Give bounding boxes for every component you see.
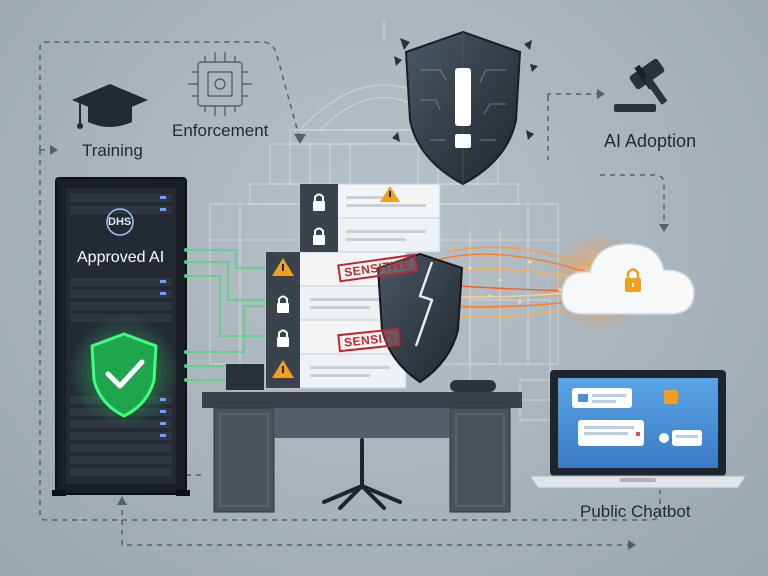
- lock-icon: [277, 193, 325, 347]
- gavel-icon: [614, 58, 668, 112]
- chat-bubble-icon: [572, 388, 702, 446]
- desk: [202, 364, 522, 513]
- enforcement-label: Enforcement: [172, 121, 269, 140]
- ai-adoption-label: AI Adoption: [604, 131, 697, 151]
- approved-ai-label: Approved AI: [77, 249, 165, 266]
- public-chatbot-label: Public Chatbot: [580, 502, 691, 521]
- graduation-cap-icon: [72, 84, 148, 129]
- cracked-shield-icon: [376, 252, 464, 384]
- dhs-seal-label: DHS: [108, 216, 132, 228]
- cloud-lock-icon: [561, 243, 695, 315]
- green-connectors: [186, 249, 268, 381]
- circuit-chip-icon: [188, 52, 252, 116]
- training-label: Training: [82, 141, 143, 160]
- process-loop-dashed: [39, 41, 665, 521]
- dhs-seal-icon: [106, 208, 134, 236]
- warning-icon: [272, 186, 400, 378]
- broken-shield-alert-icon: [392, 30, 538, 186]
- green-shield-check-icon: [68, 316, 180, 428]
- office-chair-icon: [322, 438, 402, 510]
